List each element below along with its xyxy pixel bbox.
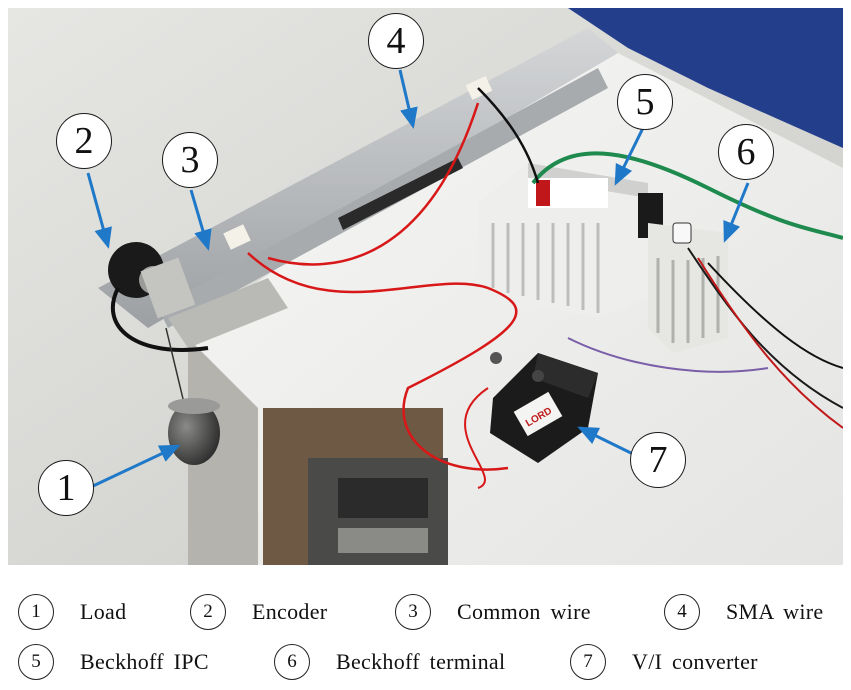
arrow-5: [614, 127, 645, 186]
legend-number: 4: [664, 594, 700, 630]
legend-label: Beckhoff terminal: [336, 649, 506, 674]
legend-number: 3: [395, 594, 431, 630]
legend-label: Beckhoff IPC: [80, 649, 209, 674]
callout-6: 6: [718, 124, 774, 180]
legend-label: SMA wire: [726, 599, 824, 624]
legend-item-beckhoff-terminal: 6 Beckhoff terminal: [274, 644, 505, 680]
experimental-setup-photo: LORD 1 2 3 4 5 6 7: [8, 8, 843, 565]
table-edge: [188, 338, 258, 565]
legend-label: V/I converter: [632, 649, 758, 674]
callout-5: 5: [617, 74, 673, 130]
arrow-7: [577, 426, 636, 457]
legend-number: 5: [18, 644, 54, 680]
legend-number: 1: [18, 594, 54, 630]
legend-label: Load: [80, 599, 127, 624]
callout-1: 1: [38, 460, 94, 516]
red-wire: [247, 102, 518, 471]
legend-item-encoder: 2 Encoder: [190, 594, 327, 630]
legend-label: Encoder: [252, 599, 328, 624]
legend-number: 2: [190, 594, 226, 630]
callout-2: 2: [56, 113, 112, 169]
linear-rail: [98, 28, 618, 328]
legend-item-beckhoff-ipc: 5 Beckhoff IPC: [18, 644, 209, 680]
legend-item-vi-converter: 7 V/I converter: [570, 644, 758, 680]
callout-7: 7: [630, 432, 686, 488]
arrow-1: [92, 444, 181, 488]
load-weight: [168, 401, 220, 465]
legend-item-common-wire: 3 Common wire: [395, 594, 591, 630]
legend-item-load: 1 Load: [18, 594, 126, 630]
green-wire: [531, 151, 843, 240]
legend-number: 7: [570, 644, 606, 680]
arrow-2: [86, 172, 112, 249]
callout-3: 3: [162, 132, 218, 188]
arrow-6: [723, 182, 750, 243]
legend-label: Common wire: [457, 599, 591, 624]
blue-wall: [568, 8, 843, 148]
arrow-3: [189, 189, 212, 251]
legend: 1 Load 2 Encoder 3 Common wire 4 SMA wir…: [0, 578, 851, 688]
legend-number: 6: [274, 644, 310, 680]
callout-4: 4: [368, 13, 424, 69]
arrow-4: [398, 69, 418, 129]
legend-item-sma-wire: 4 SMA wire: [664, 594, 823, 630]
